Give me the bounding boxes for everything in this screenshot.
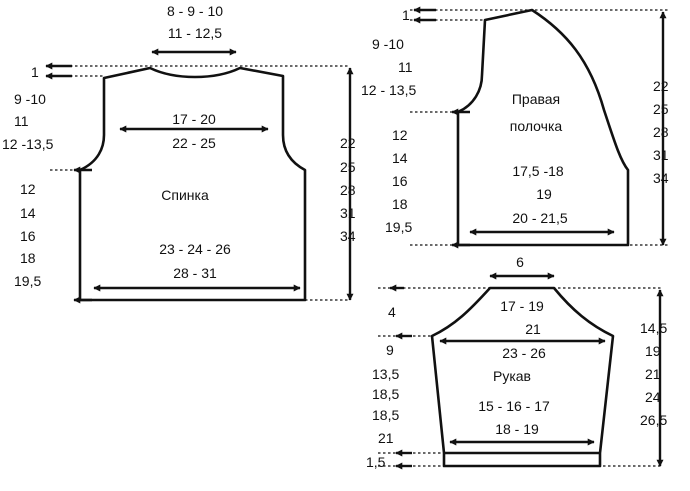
back-chest-width-2: 22 - 25 xyxy=(172,135,216,151)
front-left-height-3: 11 xyxy=(398,59,413,75)
back-left-height-9: 19,5 xyxy=(14,273,41,289)
sleeve-right-height-3: 21 xyxy=(645,366,661,382)
back-outline xyxy=(78,66,307,302)
front-title-line1: Правая xyxy=(512,91,560,107)
sleeve-right-height-2: 19 xyxy=(645,343,661,359)
back-neck-width-2: 11 - 12,5 xyxy=(168,25,222,41)
sleeve-left-height-7: 1,5 xyxy=(366,454,386,470)
sleeve-cap-width-2: 21 xyxy=(525,321,541,337)
front-right-height-4: 31 xyxy=(653,147,669,163)
sleeve-right-height-4: 24 xyxy=(645,389,661,405)
sleeve-title: Рукав xyxy=(493,368,531,384)
front-left-height-6: 14 xyxy=(392,150,408,166)
sleeve-cuff-width-1: 15 - 16 - 17 xyxy=(478,398,550,414)
back-left-height-6: 14 xyxy=(20,205,36,221)
back-bottom-width-1: 23 - 24 - 26 xyxy=(159,241,231,257)
back-left-height-5: 12 xyxy=(20,181,36,197)
sleeve-left-height-1: 4 xyxy=(388,304,396,320)
back-neck-width-1: 8 - 9 - 10 xyxy=(167,3,223,19)
back-right-height-4: 31 xyxy=(340,205,356,221)
sleeve-left-height-3: 13,5 xyxy=(372,366,399,382)
back-right-height-3: 28 xyxy=(340,182,356,198)
sleeve-top-width: 6 xyxy=(516,254,524,270)
back-left-height-1: 1 xyxy=(31,64,39,80)
sleeve-cap-width-3: 23 - 26 xyxy=(502,345,546,361)
front-left-height-7: 16 xyxy=(392,173,408,189)
back-right-height-5: 34 xyxy=(340,228,356,244)
back-right-height-1: 22 xyxy=(340,135,356,151)
front-width-3: 20 - 21,5 xyxy=(512,210,567,226)
front-left-height-4: 12 - 13,5 xyxy=(361,82,416,98)
front-left-height-1: 1 xyxy=(402,7,410,23)
front-width-2: 19 xyxy=(536,186,552,202)
back-chest-width-1: 17 - 20 xyxy=(172,111,216,127)
back-piece: 8 - 9 - 10 11 - 12,5 17 - 20 22 - 25 Спи… xyxy=(2,3,356,304)
sleeve-left-height-5: 18,5 xyxy=(372,407,399,423)
back-right-height-2: 25 xyxy=(340,159,356,175)
back-left-height-4: 12 -13,5 xyxy=(2,136,54,152)
front-left-height-2: 9 -10 xyxy=(372,36,404,52)
front-piece: Правая полочка 17,5 -18 19 20 - 21,5 1 9… xyxy=(361,6,669,249)
sleeve-left-height-4: 18,5 xyxy=(372,386,399,402)
front-right-height-1: 22 xyxy=(653,78,669,94)
back-left-height-3: 11 xyxy=(14,113,29,129)
sleeve-left-height-6: 21 xyxy=(378,430,394,446)
sleeve-cap-width-1: 17 - 19 xyxy=(500,298,544,314)
sleeve-right-height-1: 14,5 xyxy=(640,320,667,336)
front-outline xyxy=(456,8,630,247)
back-left-height-2: 9 -10 xyxy=(14,91,46,107)
sleeve-cuff-width-2: 18 - 19 xyxy=(495,421,539,437)
sleeve-right-height-5: 26,5 xyxy=(640,412,667,428)
sleeve-piece: 6 17 - 19 21 23 - 26 Рукав 15 - 16 - 17 … xyxy=(366,254,667,470)
back-bottom-width-2: 28 - 31 xyxy=(173,265,217,281)
back-left-height-8: 18 xyxy=(20,250,36,266)
sleeve-left-height-2: 9 xyxy=(386,342,394,358)
front-right-height-3: 28 xyxy=(653,124,669,140)
back-left-height-7: 16 xyxy=(20,228,36,244)
front-width-1: 17,5 -18 xyxy=(512,163,564,179)
front-right-height-2: 25 xyxy=(653,101,669,117)
front-right-height-5: 34 xyxy=(653,170,669,186)
back-title: Спинка xyxy=(161,187,209,203)
front-left-height-8: 18 xyxy=(392,196,408,212)
front-left-height-5: 12 xyxy=(392,127,408,143)
front-left-height-9: 19,5 xyxy=(385,219,412,235)
front-title-line2: полочка xyxy=(510,118,563,134)
